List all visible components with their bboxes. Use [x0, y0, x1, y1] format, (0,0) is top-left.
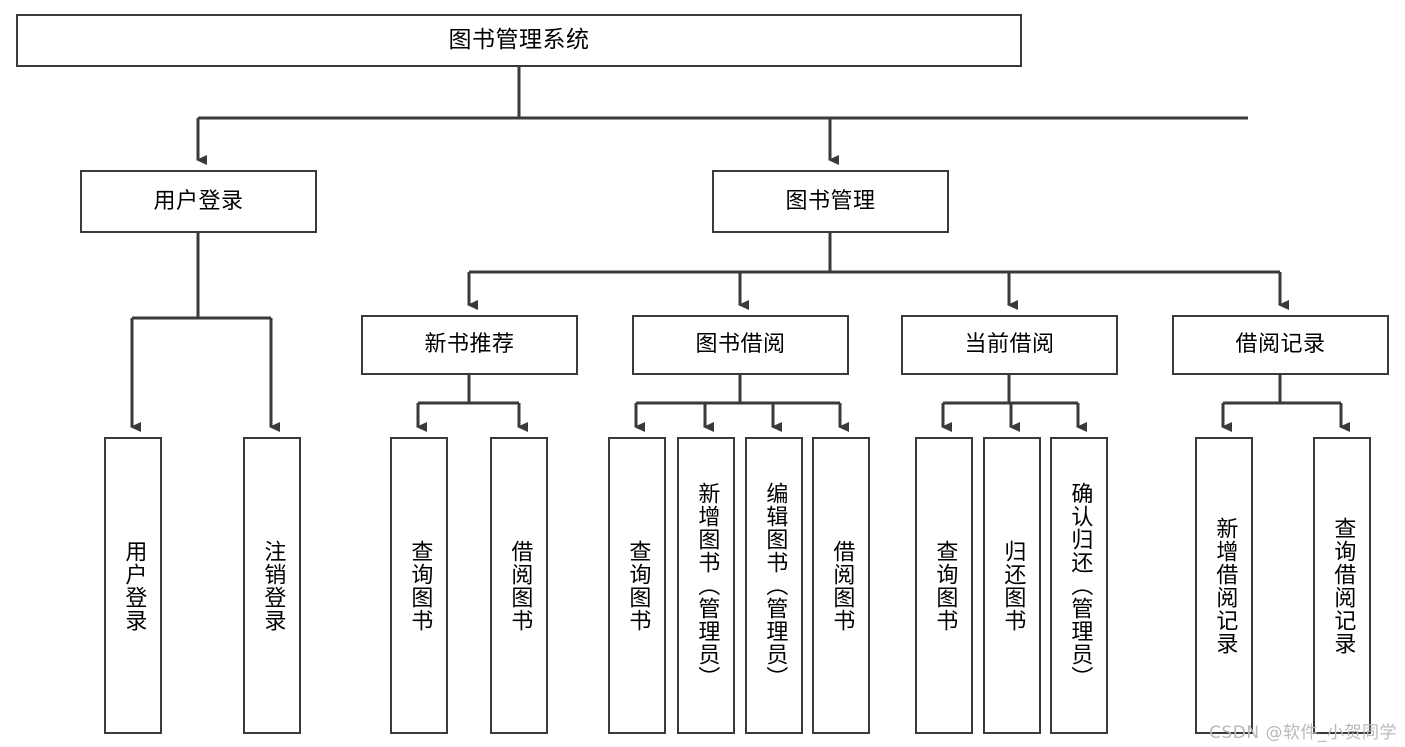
node-leaf-add-record-label: 新增借阅记录 — [1212, 516, 1238, 655]
node-leaf-add-book-label: 新增图书（管理员） — [694, 482, 720, 689]
node-leaf-confirm-return[interactable]: 确认归还（管理员） — [1050, 437, 1108, 734]
node-book-borrow-label: 图书借阅 — [695, 332, 786, 358]
node-user-login-label: 用户登录 — [153, 188, 244, 214]
node-leaf-query-record[interactable]: 查询借阅记录 — [1313, 437, 1371, 734]
node-leaf-borrow-book-2[interactable]: 借阅图书 — [812, 437, 870, 734]
node-leaf-borrow-book-1[interactable]: 借阅图书 — [490, 437, 548, 734]
node-leaf-user-logout[interactable]: 注销登录 — [243, 437, 301, 734]
node-leaf-return-book-label: 归还图书 — [1000, 539, 1026, 632]
node-leaf-query-book-1-label: 查询图书 — [407, 539, 433, 632]
node-leaf-query-book-3[interactable]: 查询图书 — [915, 437, 973, 734]
node-leaf-query-book-2[interactable]: 查询图书 — [608, 437, 666, 734]
csdn-watermark: CSDN @软件_小贺同学 — [1209, 723, 1397, 743]
node-leaf-edit-book[interactable]: 编辑图书（管理员） — [745, 437, 803, 734]
node-leaf-add-record[interactable]: 新增借阅记录 — [1195, 437, 1253, 734]
node-current-borrow-label: 当前借阅 — [964, 332, 1055, 358]
node-borrow-record-label: 借阅记录 — [1235, 332, 1326, 358]
node-user-login[interactable]: 用户登录 — [80, 170, 317, 233]
node-leaf-query-book-1[interactable]: 查询图书 — [390, 437, 448, 734]
node-leaf-add-book[interactable]: 新增图书（管理员） — [677, 437, 735, 734]
node-leaf-query-book-2-label: 查询图书 — [625, 539, 651, 632]
node-new-book-recommend[interactable]: 新书推荐 — [361, 315, 578, 375]
node-current-borrow[interactable]: 当前借阅 — [901, 315, 1118, 375]
node-book-manage-label: 图书管理 — [785, 188, 876, 214]
node-leaf-borrow-book-2-label: 借阅图书 — [829, 539, 855, 632]
node-leaf-user-logout-label: 注销登录 — [260, 539, 286, 632]
node-book-manage[interactable]: 图书管理 — [712, 170, 949, 233]
node-new-book-recommend-label: 新书推荐 — [424, 332, 515, 358]
node-leaf-user-login-label: 用户登录 — [121, 539, 147, 632]
node-leaf-return-book[interactable]: 归还图书 — [983, 437, 1041, 734]
node-leaf-edit-book-label: 编辑图书（管理员） — [762, 482, 788, 689]
node-leaf-confirm-return-label: 确认归还（管理员） — [1067, 482, 1093, 689]
node-root-label: 图书管理系统 — [448, 26, 590, 53]
node-leaf-borrow-book-1-label: 借阅图书 — [507, 539, 533, 632]
node-leaf-query-book-3-label: 查询图书 — [932, 539, 958, 632]
node-leaf-user-login[interactable]: 用户登录 — [104, 437, 162, 734]
node-leaf-query-record-label: 查询借阅记录 — [1330, 516, 1356, 655]
node-book-borrow[interactable]: 图书借阅 — [632, 315, 849, 375]
node-borrow-record[interactable]: 借阅记录 — [1172, 315, 1389, 375]
node-root[interactable]: 图书管理系统 — [16, 14, 1022, 67]
